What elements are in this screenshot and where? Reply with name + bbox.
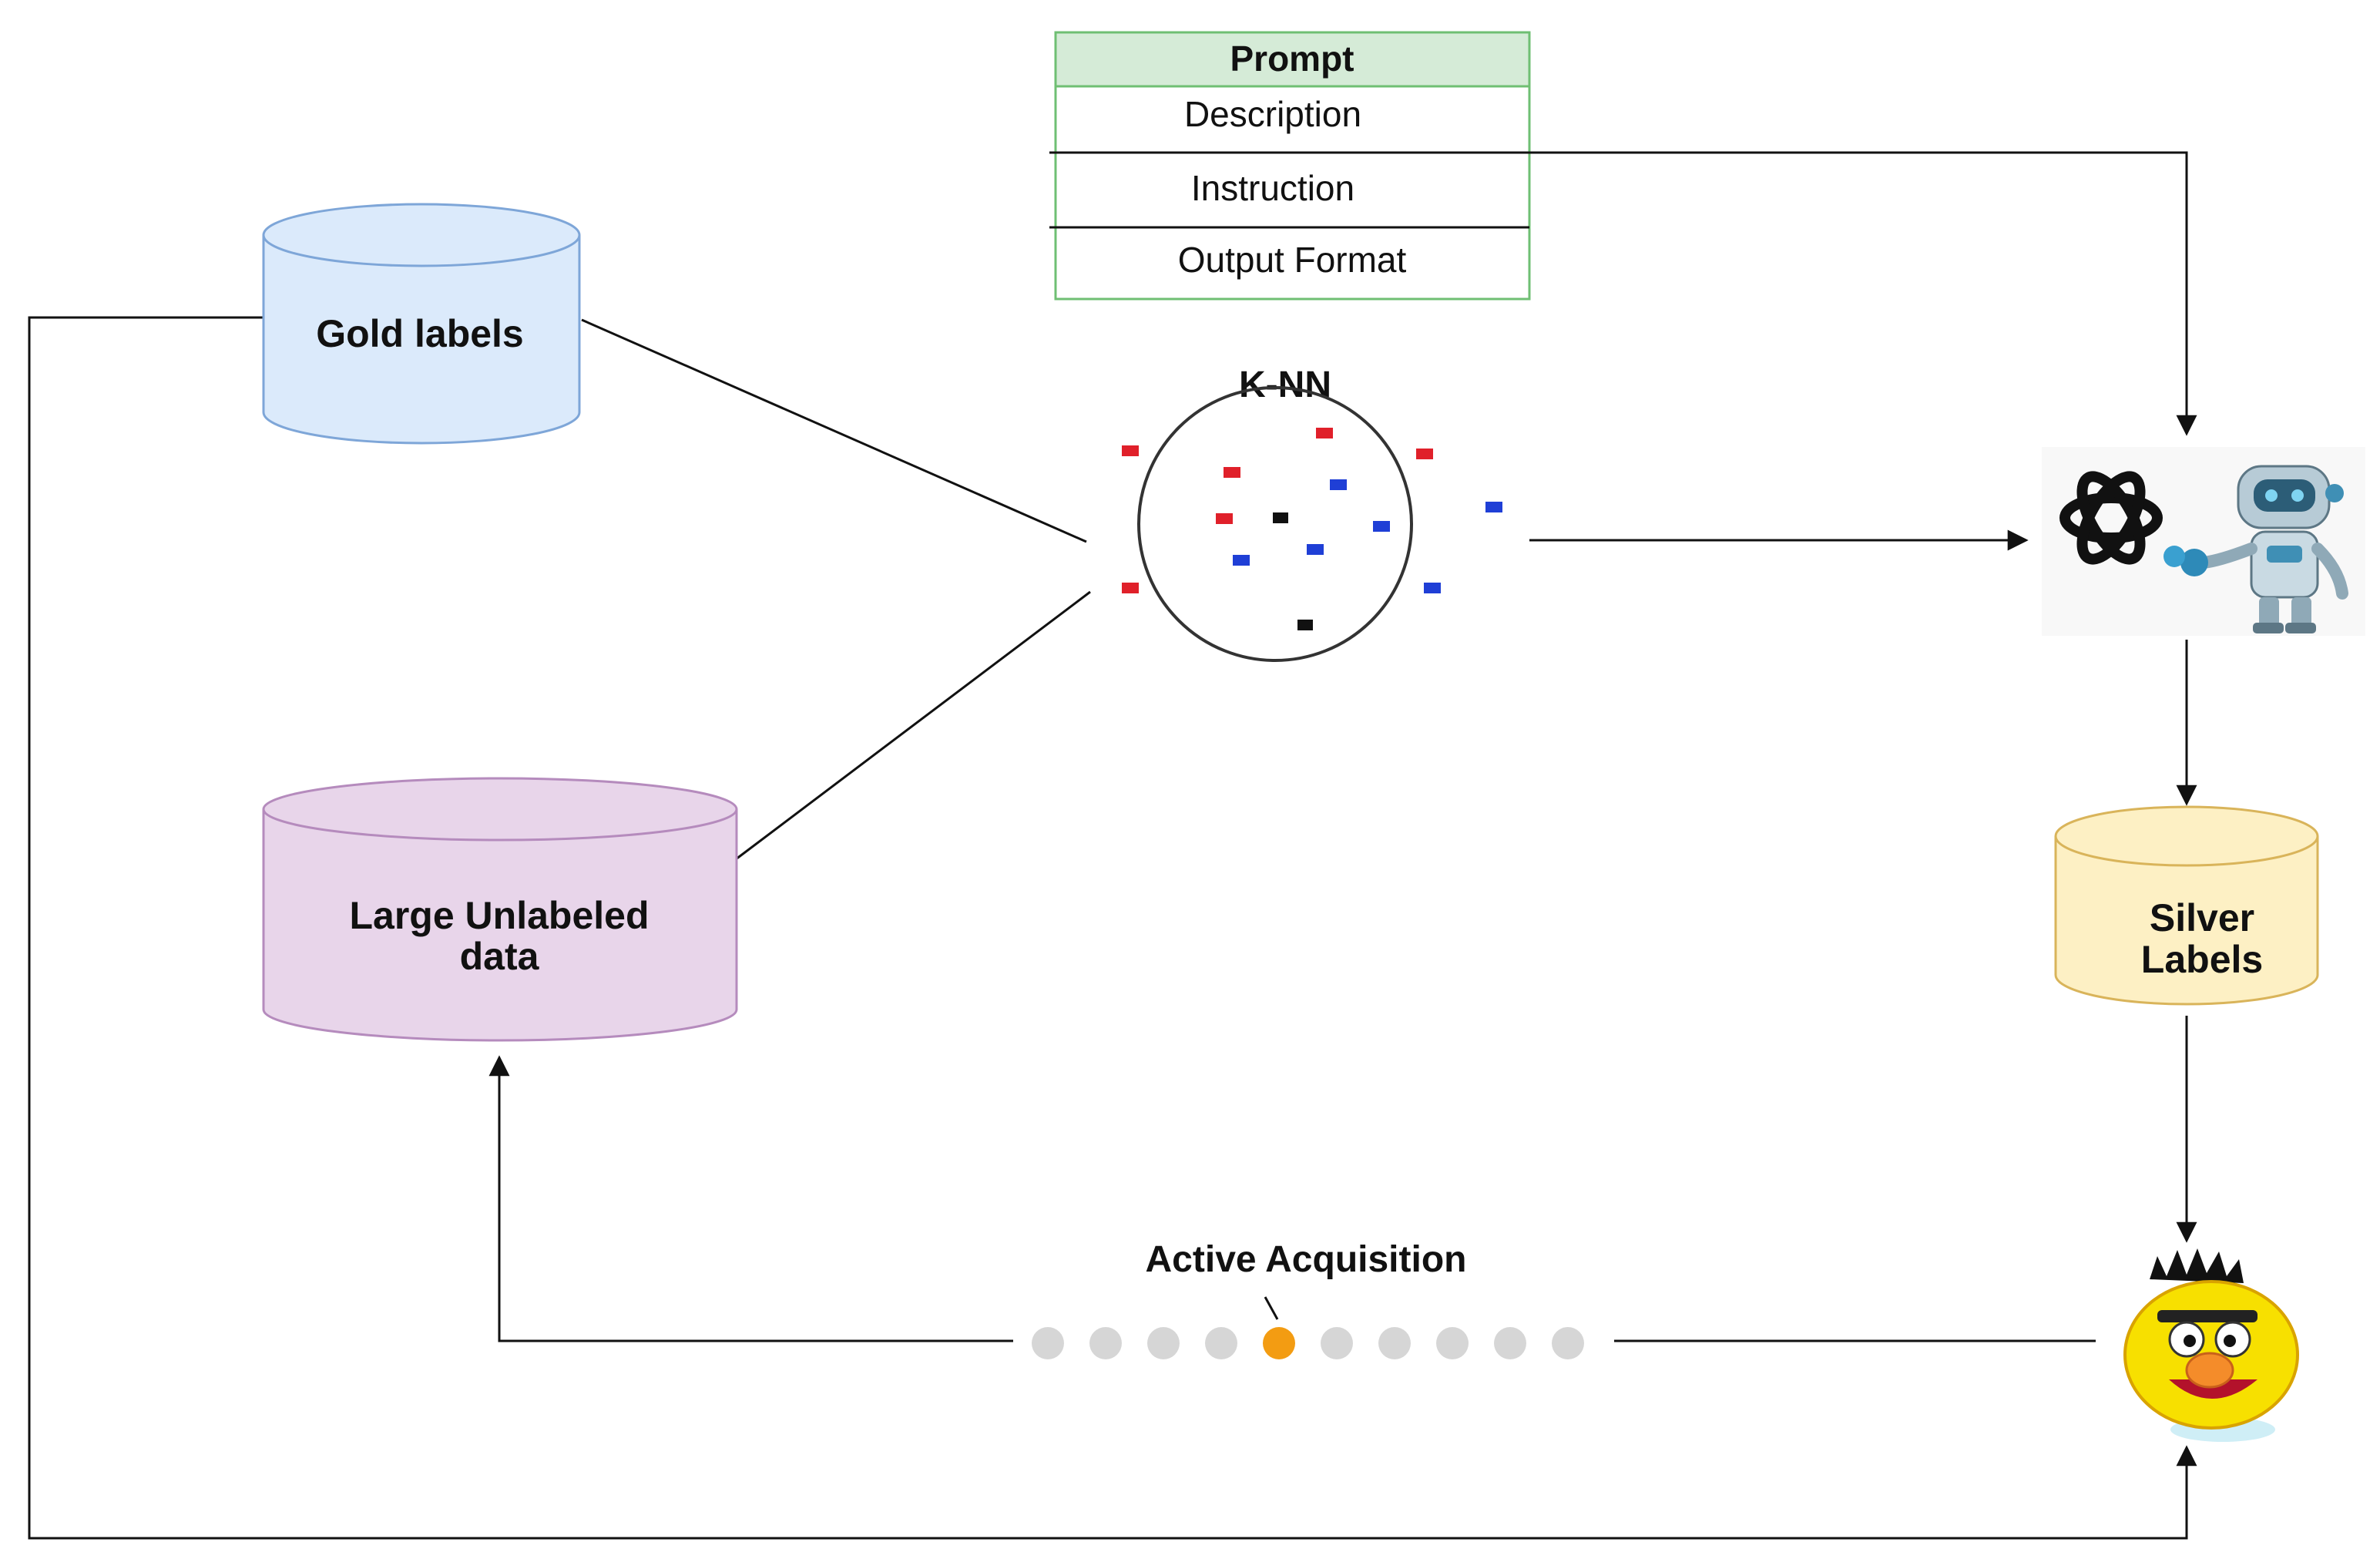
- silver-labels-store: Silver Labels: [2054, 805, 2319, 1006]
- acquisition-dot: [1378, 1327, 1411, 1359]
- knn-point-blue: [1307, 544, 1324, 555]
- knn-point-red: [1216, 513, 1233, 524]
- acquisition-dot: [1494, 1327, 1526, 1359]
- selection-pointer: [1264, 1296, 1279, 1320]
- acquisition-dot: [1205, 1327, 1237, 1359]
- acquisition-dots: [1032, 1327, 1584, 1359]
- acquisition-dot: [1552, 1327, 1584, 1359]
- knn-point-black: [1297, 620, 1313, 630]
- knn-point-red: [1224, 467, 1240, 478]
- gold-to-bert-loop-arrow: [28, 316, 2197, 1540]
- active-acquisition-label: Active Acquisition: [1146, 1239, 1467, 1280]
- unlabeled-to-knn-line: [735, 590, 1091, 861]
- knn-points: [1122, 428, 1502, 630]
- prompt-row-instruction: Instruction: [1191, 168, 1354, 208]
- prompt-row-description: Description: [1184, 94, 1361, 134]
- gold-labels-label: Gold labels: [316, 312, 524, 355]
- knn-point-red: [1122, 445, 1139, 456]
- gold-labels-store: Gold labels: [262, 203, 581, 445]
- acquisition-dot: [1089, 1327, 1122, 1359]
- acquisition-dot: [1436, 1327, 1469, 1359]
- llm-agent: [2042, 447, 2365, 636]
- prompt-to-llm-arrow: [1049, 151, 2197, 436]
- knn-point-blue: [1233, 555, 1250, 566]
- acquisition-dot: [1147, 1327, 1180, 1359]
- active-acquisition: Active Acquisition: [1032, 1239, 1584, 1359]
- prompt-body: [1054, 85, 1531, 301]
- openai-logo-icon: [2059, 471, 2163, 565]
- bert-model-icon: [2123, 1248, 2299, 1442]
- prompt-row-output-format: Output Format: [1178, 240, 1407, 280]
- acquisition-dot: [1321, 1327, 1353, 1359]
- connectors: [28, 151, 2197, 1540]
- knn-point-blue: [1373, 521, 1390, 532]
- knn-point-query: [1273, 512, 1288, 523]
- knn-diagram: K-NN: [1122, 365, 1502, 662]
- acquisition-to-unlabeled-arrow: [488, 1055, 1013, 1342]
- unlabeled-data-store: Large Unlabeled data: [262, 777, 738, 1042]
- gold-to-knn-line: [581, 318, 1087, 543]
- prompt-title: Prompt: [1230, 39, 1354, 79]
- knn-point-blue: [1424, 583, 1441, 593]
- prompt-header: [1054, 31, 1531, 88]
- acquisition-dot: [1032, 1327, 1064, 1359]
- knn-point-red: [1122, 583, 1139, 593]
- knn-label: K-NN: [1239, 365, 1331, 405]
- knn-point-red: [1316, 428, 1333, 438]
- silver-label-line1: Silver: [2150, 896, 2254, 939]
- acquisition-dot-selected: [1263, 1327, 1295, 1359]
- knn-point-blue: [1485, 502, 1502, 512]
- knn-point-red: [1416, 449, 1433, 459]
- prompt-box: Prompt Description Instruction Output Fo…: [1049, 31, 1531, 301]
- unlabeled-label-line1: Large Unlabeled: [350, 894, 650, 937]
- robot-icon: [2163, 465, 2348, 633]
- knn-circle: [1137, 386, 1413, 662]
- knn-point-blue: [1330, 479, 1347, 490]
- unlabeled-label-line2: data: [460, 935, 540, 978]
- silver-label-line2: Labels: [2141, 938, 2263, 981]
